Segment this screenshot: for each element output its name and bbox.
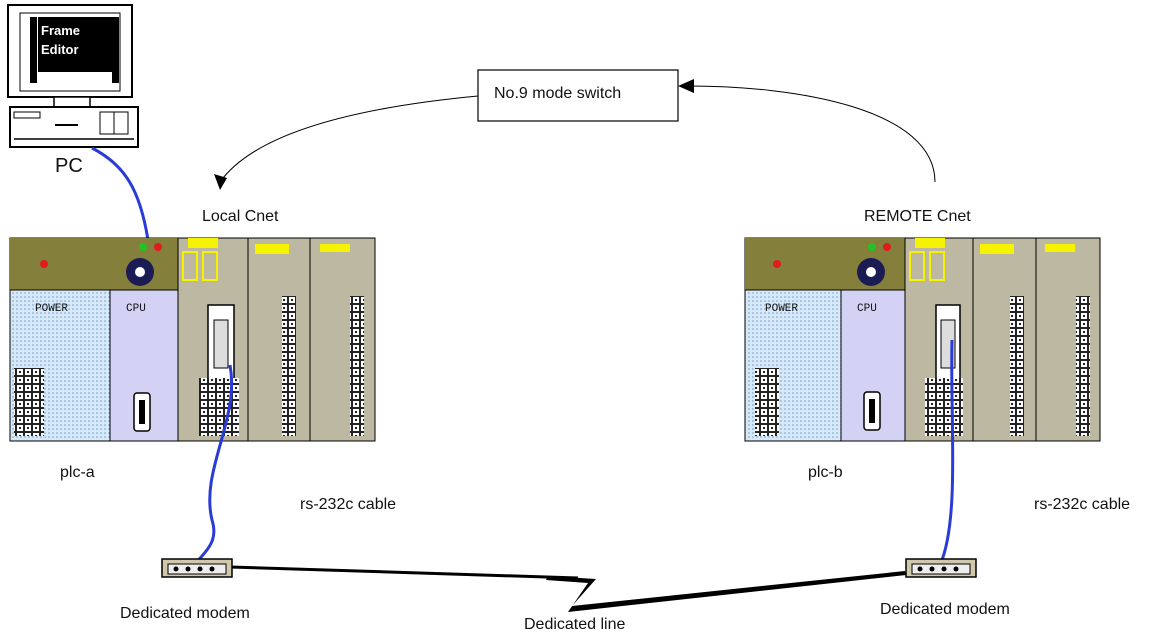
rs232c-label-b: rs-232c cable [1034,496,1131,513]
pc-screen-line2: Editor [41,42,79,57]
modem-a [161,558,233,578]
pc-cable [91,146,150,241]
plc-a-rack: POWER CPU [9,237,376,442]
modem-a-label: Dedicated modem [120,605,250,622]
plc-b-label: plc-b [808,464,843,481]
rs232c-label-a: rs-232c cable [300,496,397,513]
rs232c-cable-b [938,339,955,566]
modem-b-label: Dedicated modem [880,601,1010,618]
mode-switch-box [477,69,679,122]
plc-b-rack: POWER CPU [744,237,1101,442]
plc-a-label: plc-a [60,464,95,481]
plc-b-cpu-text: CPU [857,303,877,315]
dedicated-line-label: Dedicated line [524,616,626,633]
local-cnet-title: Local Cnet [202,208,279,225]
plc-b-power-text: POWER [765,303,798,315]
plc-a-cpu-text: CPU [126,303,146,315]
pc-computer [7,4,139,148]
mode-switch-label: No.9 mode switch [494,85,622,102]
plc-a-power-text: POWER [35,303,68,315]
mode-switch-arrow [214,79,936,190]
rs232c-cable-a [193,364,234,566]
remote-cnet-title: REMOTE Cnet [864,208,971,225]
pc-screen-line1: Frame [41,23,81,38]
dedicated-line [229,565,906,612]
pc-label: PC [55,155,83,177]
modem-b [905,558,977,578]
